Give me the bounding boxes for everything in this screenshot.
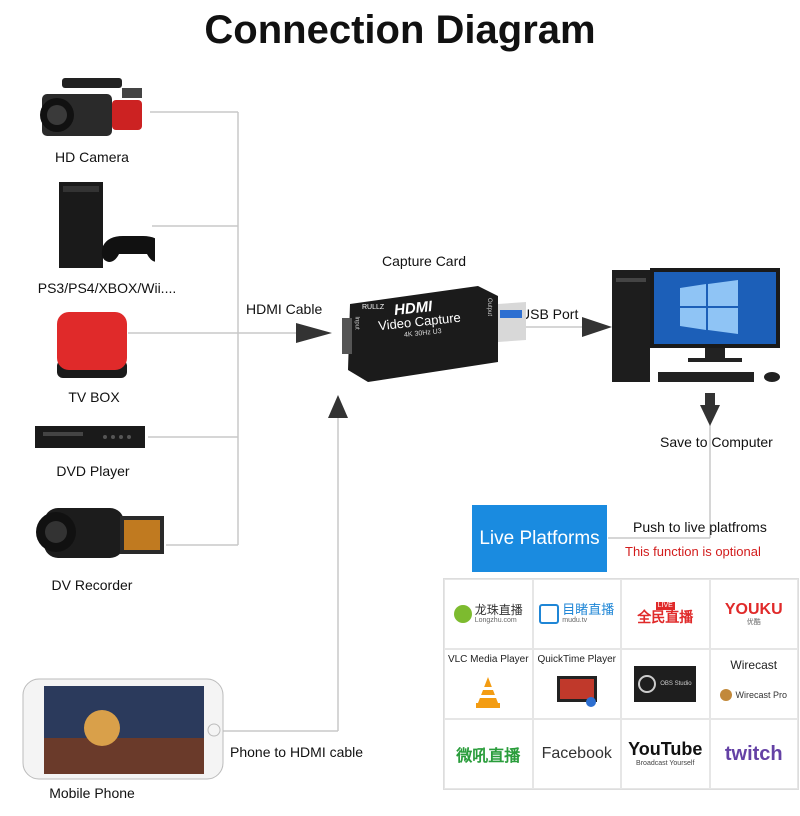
push-live-label: Push to live platfroms [633,519,767,535]
logo-quanmin: LIVE 全民直播 [621,579,710,649]
capture-card-caption: Capture Card [382,253,467,269]
device-label-hd-camera: HD Camera [55,149,129,165]
device-label-mobile-phone: Mobile Phone [49,785,135,801]
dvd-player-icon [35,426,145,448]
logo-vlc: VLC Media Player [444,649,533,719]
save-arrow-icon [700,405,720,426]
capture-card: RULLZ HDMI Video Capture 4K 30Hz U3 Inpu… [338,284,526,382]
save-to-computer-label: Save to Computer [660,434,773,450]
live-platforms-box: Live Platforms [472,505,607,572]
card-output-label: Output [486,297,493,317]
game-console-icon [59,182,155,268]
logo-obs: OBS Studio [621,649,710,719]
computer-icon [612,268,780,382]
mobile-phone-icon [22,678,224,780]
usb-arrow-icon [582,317,612,337]
tv-box-icon [57,312,127,378]
phone-cable-label: Phone to HDMI cable [230,744,364,760]
logo-longzhu: 龙珠直播 Longzhu.com [444,579,533,649]
hdmi-cable-label: HDMI Cable [246,301,323,317]
device-label-dvd-player: DVD Player [56,463,130,479]
usb-port-label: USB Port [520,306,579,322]
camcorder-icon [40,78,142,136]
device-label-console: PS3/PS4/XBOX/Wii.... [37,280,177,296]
logo-quicktime: QuickTime Player [532,649,621,719]
optional-note: This function is optional [625,544,761,559]
hdmi-arrow-icon [296,323,332,343]
logo-mudu: 目睹直播 mudu.tv [532,579,621,649]
page-title: Connection Diagram [204,8,596,52]
logo-youtube: YouTube Broadcast Yourself [621,719,710,789]
logo-weihou: 微吼直播 [444,719,533,789]
logo-wirecast: Wirecast Wirecast Pro [709,649,798,719]
dv-recorder-icon [36,508,164,558]
platform-logo-grid: 龙珠直播 Longzhu.com 目睹直播 mudu.tv LIVE 全民直播 … [443,578,799,790]
card-brand: RULLZ [362,304,385,311]
logo-twitch: twitch [709,719,798,789]
device-label-dv-recorder: DV Recorder [51,577,133,593]
logo-facebook: Facebook [532,719,621,789]
phone-arrow-icon [328,395,348,418]
card-input-label: Input [353,316,360,330]
logo-youku: YOUKU 优酷 [709,579,798,649]
device-label-tv-box: TV BOX [68,389,120,405]
